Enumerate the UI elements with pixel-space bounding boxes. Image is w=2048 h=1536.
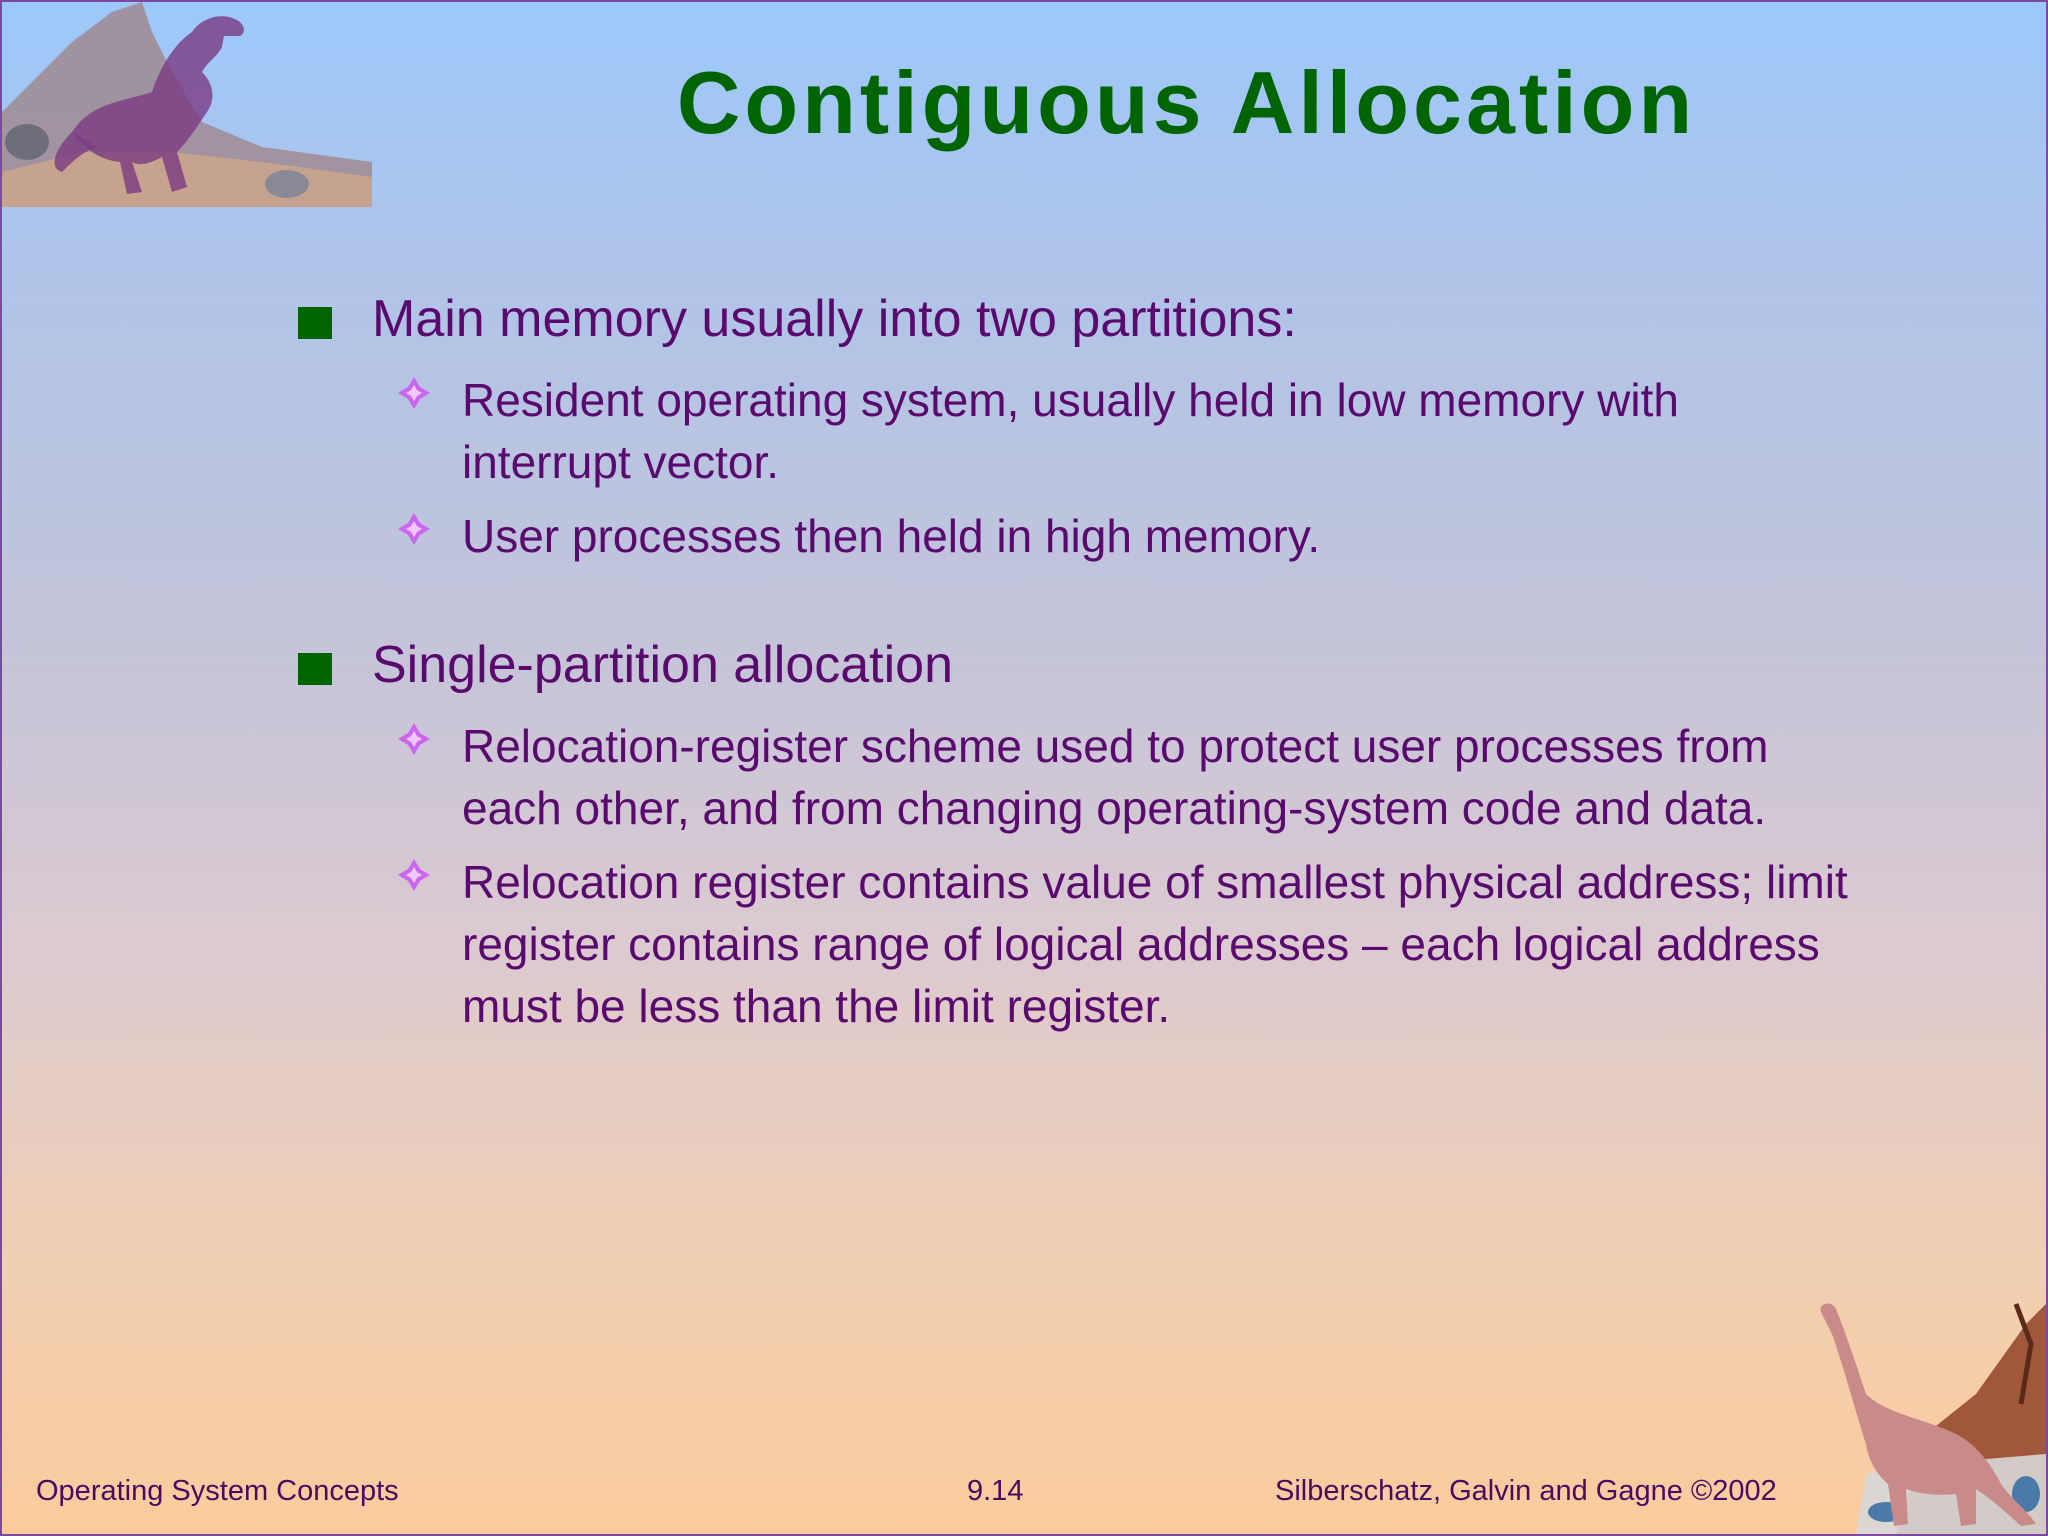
subbullet-relocation-scheme: Relocation-register scheme used to prote… [398,715,1852,839]
t-rex-dinosaur-illustration [2,2,372,207]
subbullet-user-processes: User processes then held in high memory. [398,505,1852,567]
sublist-main-memory: Resident operating system, usually held … [398,369,1852,567]
footer-book-title: Operating System Concepts [36,1475,399,1507]
subbullet-resident-os: Resident operating system, usually held … [398,369,1852,493]
footer-copyright: Silberschatz, Galvin and Gagne ©2002 [1275,1475,1777,1507]
sublist-single-partition: Relocation-register scheme used to prote… [398,715,1852,1037]
bullet-single-partition: Single-partition allocation [292,633,1852,697]
square-bullet-icon [298,653,332,685]
slide-title: Contiguous Allocation [676,53,1697,152]
slide-content: Main memory usually into two partitions:… [292,287,1852,1103]
subbullet-relocation-register: Relocation register contains value of sm… [398,851,1852,1037]
long-neck-dinosaur-illustration [1820,1303,2046,1534]
footer-page-number: 9.14 [967,1475,1024,1507]
bullet-text: Single-partition allocation [372,636,954,694]
subbullet-text: Resident operating system, usually held … [462,374,1679,488]
diamond-bullet-icon [398,859,430,891]
diamond-bullet-icon [398,377,430,409]
diamond-bullet-icon [398,723,430,755]
square-bullet-icon [298,307,332,339]
diamond-bullet-icon [398,513,430,545]
subbullet-text: Relocation-register scheme used to prote… [462,720,1769,834]
bullet-text: Main memory usually into two partitions: [372,290,1297,348]
subbullet-text: User processes then held in high memory. [462,510,1321,562]
subbullet-text: Relocation register contains value of sm… [462,856,1848,1032]
bullet-main-memory: Main memory usually into two partitions: [292,287,1852,351]
